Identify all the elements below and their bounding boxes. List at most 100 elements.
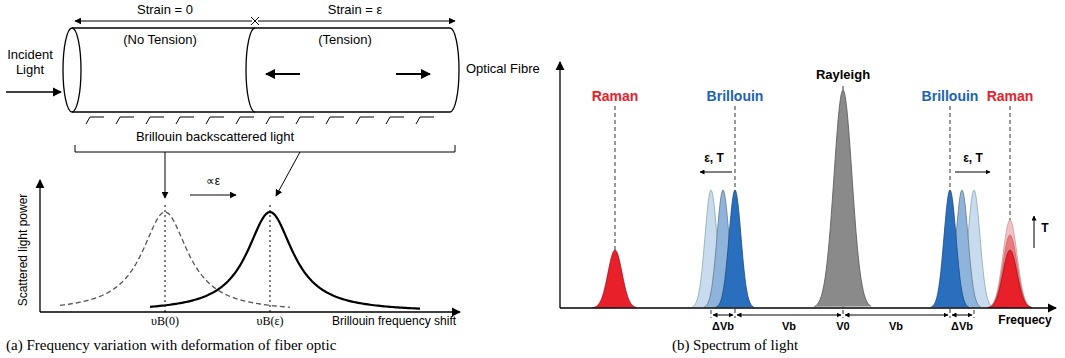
shift-label: ε, T [704,152,724,166]
strain-dimension [251,17,259,25]
backscatter-dash [150,117,164,118]
spectrum-axis [559,62,560,308]
peak-label: Brillouin [922,88,979,104]
tension-arrow [266,73,300,75]
shift-arrow [952,315,972,316]
backscatter-dash [86,117,90,124]
strain-dimension [75,21,252,22]
caption: (b) Spectrum of light [672,337,798,354]
axis-title: Scattered light power [17,194,31,307]
graph-axis [165,205,166,312]
brillouin-curve [60,212,420,309]
peak-label: Raman [592,88,639,104]
backscatter-dash [300,117,314,118]
backscatter-dash [180,117,194,118]
strain-label: Strain = ε [328,3,383,18]
spectrum-peak [931,190,969,307]
strain-dimension [258,21,455,22]
backscatter-dash [146,117,150,124]
tension-arrow [266,73,430,75]
tension-label: (Tension) [318,33,371,48]
axis-title: Brillouin frequency shift [332,315,456,329]
spectrum-peak [716,190,754,307]
backscatter-dash [356,117,360,124]
fibre-label: Optical Fibre [466,62,540,77]
spectrum-axis [560,62,1056,308]
input-label: Incident Light [2,48,58,78]
backscatter-dash [120,117,134,118]
shift-arrow [713,315,733,316]
strained-curve [150,212,420,309]
frequency-mark: υB(ε) [257,315,284,329]
backscatter-dash [206,117,210,124]
bracket [165,152,166,198]
optical-fibre [246,28,255,112]
scatter-label: Brillouin backscattered light [136,130,294,145]
spectrum-axis [560,307,1056,308]
incident-arrow [6,91,61,92]
backscatter-dash [116,117,120,124]
graph-axis [270,205,271,312]
bracket [190,195,236,196]
spectrum-peak [593,90,1032,308]
spectrum-peak [988,250,1032,308]
optical-fibre [63,28,81,112]
backscatter-dash [330,117,344,118]
interval-label: Vb [782,320,796,333]
spectrum-peak [988,220,1032,307]
backscatter-dash [266,117,270,124]
optical-fibre [72,27,450,28]
backscatter-dash [420,117,434,118]
backscatter-dash [240,117,254,118]
peak-label: Brillouin [707,88,764,104]
graph-axis [39,180,40,312]
tension-label: (No Tension) [123,33,196,48]
shift-label: ε, T [963,152,983,166]
shift-arrow [955,172,990,173]
backscatter-dash [326,117,330,124]
backscatter-dash [416,117,420,124]
backscatter-dash [386,117,390,124]
proportional-label: ∝ε [206,175,220,189]
strain-dimension [75,17,455,25]
backscatter-dash [176,117,180,124]
bracket [455,145,456,152]
backscatter-dash [360,117,374,118]
bracket [75,152,455,153]
spectrum-peak [988,235,1032,307]
optical-fibre [72,111,450,112]
backscatter-dash [236,117,240,124]
frequency-mark: υB(0) [151,315,179,329]
unstrained-curve [60,212,290,307]
caption: (a) Frequency variation with deformation… [6,337,336,354]
optical-fibre [450,28,459,112]
shift-arrow [1034,216,1035,248]
peak-label: Raman [987,88,1034,104]
spectrum-peak [814,90,871,307]
bracket [75,145,455,198]
spectrum-guide [615,86,1010,318]
graph-axis [40,180,460,312]
backscatter-dash [390,117,404,118]
bracket [75,145,76,152]
backscatter-dash [86,117,434,124]
incident-arrow [6,91,61,92]
peak-label: Rayleigh [816,68,870,83]
shift-arrow [700,172,732,173]
interval-label: V0 [836,320,849,333]
backscatter-dash [90,117,104,118]
shift-arrow [700,172,1034,315]
spectrum-peak [593,250,637,308]
graph-axis [40,311,460,312]
backscatter-dash [210,117,224,118]
strain-dimension [251,17,259,25]
interval-label: ΔVb [712,320,734,333]
interval-label: Vb [889,320,903,333]
backscatter-dash [296,117,300,124]
optical-fibre [63,28,459,112]
interval-label: ΔVb [951,320,973,333]
backscatter-dash [270,117,284,118]
tension-arrow [396,73,430,75]
